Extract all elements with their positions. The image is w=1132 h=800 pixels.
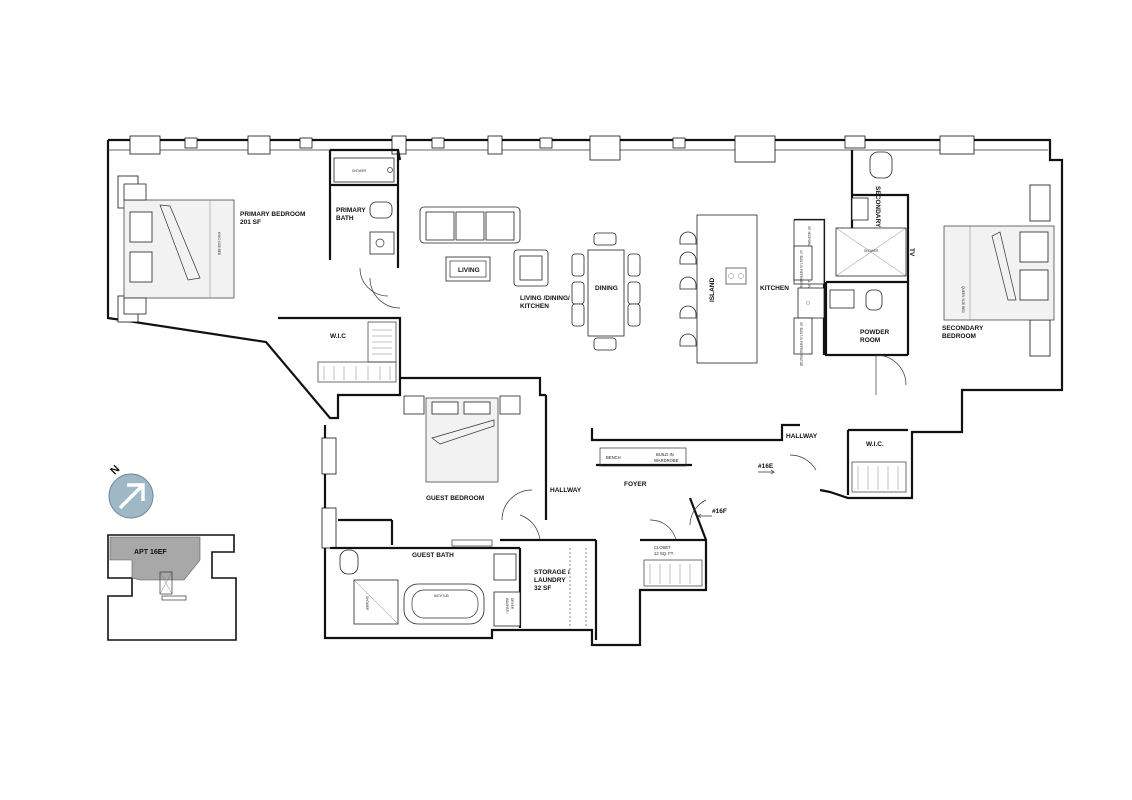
living-label: LIVING <box>458 267 480 274</box>
primary-bath-label-1: PRIMARY <box>336 207 366 214</box>
hallway-center-label: HALLWAY <box>550 487 582 494</box>
right-hallway: HALLWAY W.I.C. #16E <box>758 433 907 493</box>
svg-text:QUEEN SIZE BED: QUEEN SIZE BED <box>961 286 965 313</box>
primary-bath: SHOWER PRIMARY BATH <box>333 157 395 255</box>
primary-bath-label-2: BATH <box>336 215 354 222</box>
left-wic: W.I.C <box>317 321 397 383</box>
island-stools <box>679 231 697 347</box>
keyplan-highlight <box>109 536 201 581</box>
north-arrow-icon <box>118 483 145 510</box>
guest-shower-label: SHOWER <box>365 596 369 611</box>
washer-label-1: WASHER / <box>505 598 509 614</box>
living-area: LIVING LIVING /DINING/ KITCHEN DINING <box>419 206 641 351</box>
wic-left-label: W.I.C <box>330 333 346 340</box>
living-dining-label-1: LIVING /DINING/ <box>520 295 570 302</box>
guest-bedroom: GUEST BEDROOM <box>403 395 521 547</box>
keyplan-unit-label: APT 16EF <box>134 549 167 556</box>
kitchen-label: KITCHEN <box>760 285 789 292</box>
dining-table <box>587 249 625 337</box>
foyer-label: FOYER <box>624 481 647 488</box>
wardrobe-label-1: BUILD IN <box>656 452 674 457</box>
wardrobe-label-2: WARDROBE <box>654 458 679 463</box>
dining-chairs <box>571 232 641 351</box>
primary-shower-label: SHOWER <box>352 169 367 173</box>
dining-label: DINING <box>595 285 618 292</box>
secondary-bedroom-label-1: SECONDARY <box>942 325 984 332</box>
closet-label-2: 12 SQ. FT. <box>654 551 674 556</box>
island <box>696 214 758 364</box>
living-dining-label-2: KITCHEN <box>520 303 549 310</box>
washer-label-2: DRYER <box>510 598 514 610</box>
primary-bedroom-label: PRIMARY BEDROOM <box>240 211 305 218</box>
storage-label-1: STORAGE / <box>534 569 570 576</box>
left-wic-hangers <box>323 329 392 380</box>
fridge30-label: 30" BUILT-IN REFRIGERATOR <box>799 322 803 367</box>
secondary-bedroom-label-2: BEDROOM <box>942 333 976 340</box>
key-plan: APT 16EF <box>107 534 237 641</box>
primary-bedroom: KING SIZE BED PRIMARY BEDROOM 201 SF <box>123 183 305 315</box>
storage-label-2: LAUNDRY <box>534 577 566 584</box>
foyer: HALLWAY BENCH BUILD IN WARDROBE FOYER #1… <box>550 447 727 587</box>
guest-bedroom-label: GUEST BEDROOM <box>426 495 484 502</box>
bench-label: BENCH <box>606 455 621 460</box>
secondary-bath-label: SECONDARY BATH <box>874 186 881 247</box>
tv-label: TV <box>908 248 915 257</box>
entry-16f-label: #16F <box>712 508 727 515</box>
closet-label-1: CLOSET <box>654 545 671 550</box>
fridge24-label: 24" BUILT-IN REFRIGERATOR <box>799 250 803 295</box>
north-compass: N <box>108 463 154 519</box>
guest-bath: GUEST BATH SHOWER BATHTUB STORAGE / LAUN… <box>339 548 587 628</box>
bathtub-label: BATHTUB <box>434 594 449 598</box>
storage-label-3: 32 SF <box>534 585 551 592</box>
north-label: N <box>108 463 122 477</box>
guest-bath-label: GUEST BATH <box>412 552 454 559</box>
svg-text:KING SIZE BED: KING SIZE BED <box>217 232 221 256</box>
bathtub <box>403 583 485 625</box>
powder-room-label-1: POWDER <box>860 329 890 336</box>
island-label: ISLAND <box>709 278 716 303</box>
facade-windows <box>117 135 1051 549</box>
entry-16e-label: #16E <box>758 463 774 470</box>
primary-bedroom-area: 201 SF <box>240 219 261 226</box>
powder-room-label-2: ROOM <box>860 337 880 344</box>
secondary-bath: SECONDARY BATH SHOWER TV POWDER ROOM <box>829 151 915 344</box>
secondary-shower-label: SHOWER <box>864 249 879 253</box>
kitchen: ISLAND KITCHEN 30" MICROWAVE DRAWER AND … <box>679 214 825 367</box>
wic-right-label: W.I.C. <box>866 441 884 448</box>
hallway-right-label: HALLWAY <box>786 433 818 440</box>
secondary-bedroom: QUEEN SIZE BED SECONDARY BEDROOM <box>942 225 1055 340</box>
